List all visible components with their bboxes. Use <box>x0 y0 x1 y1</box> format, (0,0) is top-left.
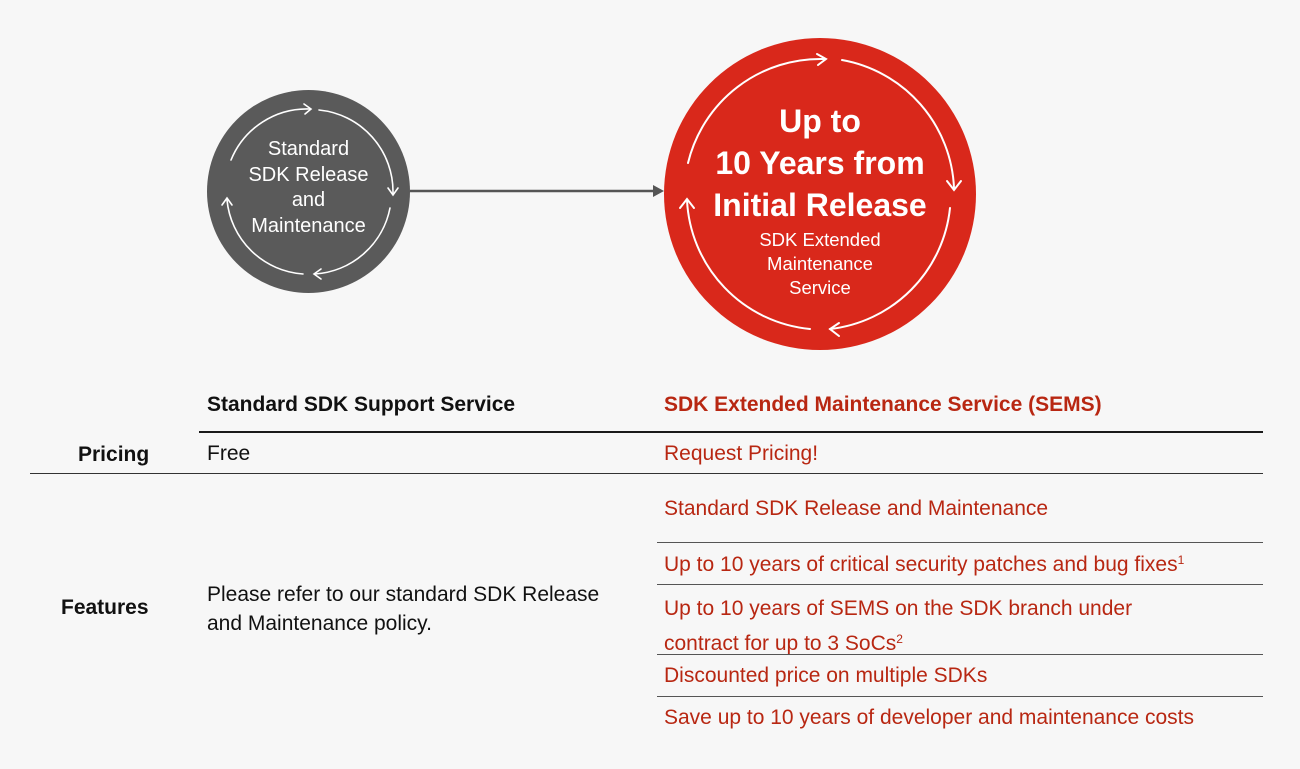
feature-item: Save up to 10 years of developer and mai… <box>664 706 1195 729</box>
extended-title-line: 10 Years from <box>715 145 925 181</box>
request-pricing-link[interactable]: Request Pricing! <box>664 442 819 465</box>
feature-item-text: Up to 10 years of SEMS on the SDK branch… <box>664 597 1133 620</box>
standard-circle-line: and <box>291 189 326 211</box>
feature-item: Up to 10 years of critical security patc… <box>664 553 1184 577</box>
features-standard-line: Please refer to our standard SDK Release <box>207 583 600 606</box>
footnote-marker: 2 <box>896 632 903 646</box>
standard-circle-line: Maintenance <box>251 214 366 237</box>
features-standard-line: and Maintenance policy. <box>207 612 432 635</box>
cycle-arrows-icon <box>221 103 399 280</box>
cycle-arrows-icon <box>679 53 962 337</box>
footnote-marker: 1 <box>1177 553 1185 567</box>
pricing-standard-value: Free <box>207 442 251 465</box>
extended-subtitle-line: Service <box>789 277 851 298</box>
feature-divider <box>657 696 1263 697</box>
feature-item: Discounted price on multiple SDKs <box>664 664 988 687</box>
row-label-pricing: Pricing <box>78 443 150 466</box>
header-divider <box>199 431 1263 433</box>
pricing-divider <box>30 473 1263 474</box>
extended-subtitle-line: Maintenance <box>767 253 873 274</box>
extended-title-line: Up to <box>779 103 861 139</box>
column-header-standard: Standard SDK Support Service <box>207 393 516 416</box>
feature-divider <box>657 654 1263 655</box>
row-label-features: Features <box>61 596 149 619</box>
feature-item: Standard SDK Release and Maintenance <box>664 497 1049 520</box>
extended-maintenance-circle: Up to 10 Years from Initial Release SDK … <box>664 38 976 350</box>
standard-circle-line: SDK Release <box>248 163 369 186</box>
extended-circle-title: Up to 10 Years from Initial Release <box>664 100 976 226</box>
standard-sdk-circle: Standard SDK Release and Maintenance <box>207 90 410 293</box>
feature-item-text: Up to 10 years of critical security patc… <box>664 553 1178 576</box>
extended-circle-subtitle: SDK Extended Maintenance Service <box>664 228 976 300</box>
standard-circle-line: Standard <box>267 138 350 160</box>
extended-title-line: Initial Release <box>713 187 927 223</box>
feature-item-text: contract for up to 3 SoCs <box>664 632 897 655</box>
extended-subtitle-line: SDK Extended <box>759 229 881 250</box>
feature-divider <box>657 584 1263 585</box>
arrow-right-icon <box>410 185 664 197</box>
features-standard-value: Please refer to our standard SDK Release… <box>207 580 599 638</box>
feature-item: Up to 10 years of SEMS on the SDK branch… <box>664 594 1132 659</box>
column-header-sems: SDK Extended Maintenance Service (SEMS) <box>664 393 1102 416</box>
standard-circle-text: Standard SDK Release and Maintenance <box>207 137 410 239</box>
feature-divider <box>657 542 1263 543</box>
